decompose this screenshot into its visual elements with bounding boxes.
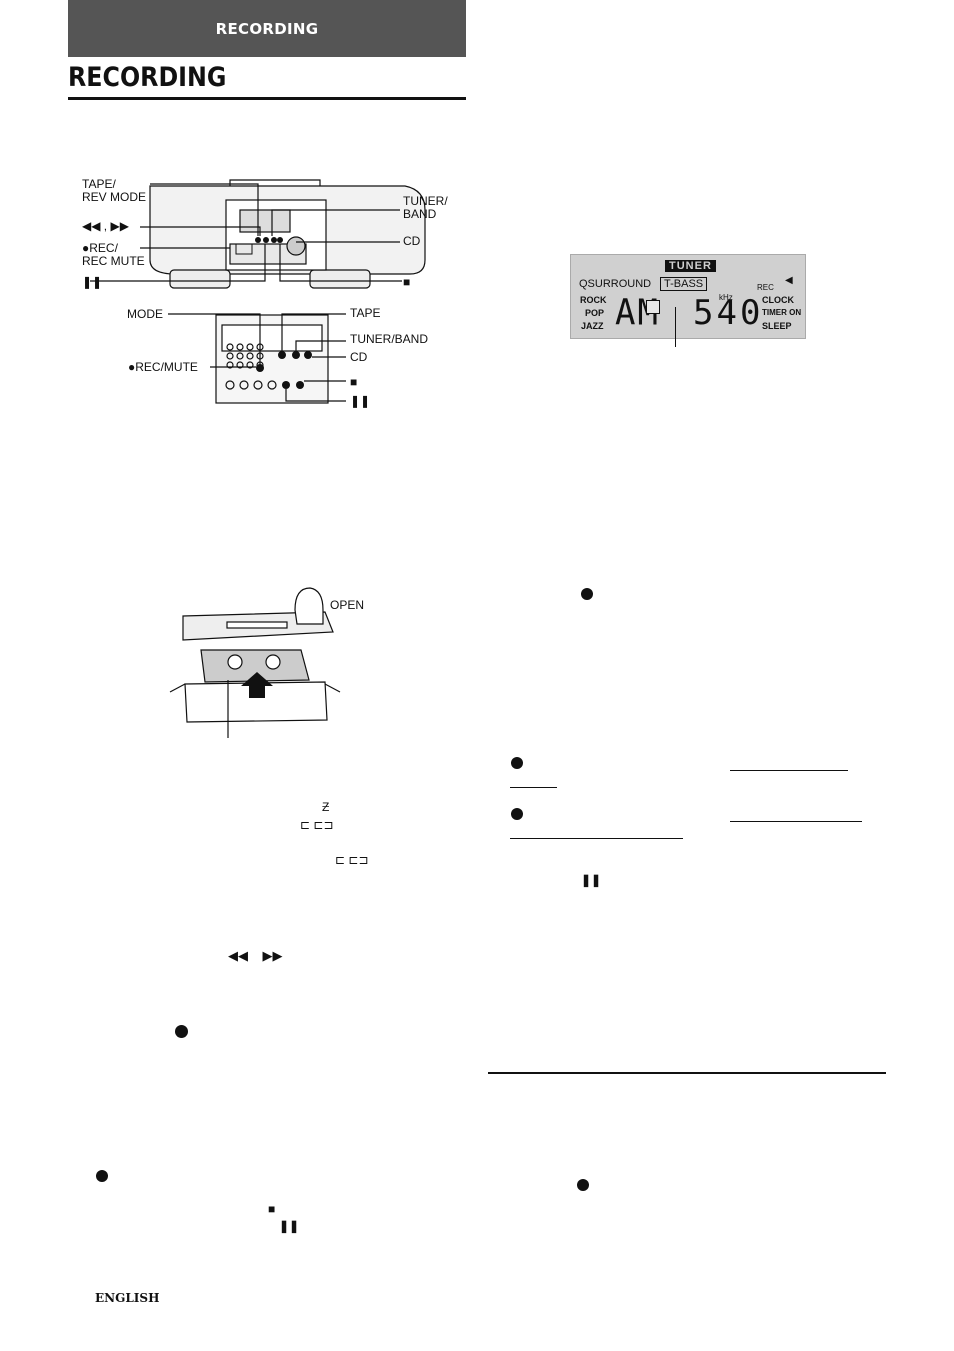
record-icon-1 — [175, 1025, 188, 1038]
rule-2 — [510, 787, 557, 788]
cassette-illustration — [169, 587, 341, 738]
pause-icon: ❚❚ — [279, 1219, 300, 1233]
label-cd: CD — [403, 234, 421, 248]
lcd-sleep: SLEEP — [762, 321, 792, 331]
label-mode: MODE — [127, 307, 163, 321]
label-tuner-band: TUNER/ BAND — [403, 194, 448, 221]
section-rule — [488, 1072, 886, 1074]
boombox-illustration — [90, 179, 426, 289]
record-icon-6 — [577, 1179, 589, 1191]
lcd-freq: 540 — [693, 293, 764, 333]
label-remote-stop: ■ — [350, 375, 358, 389]
lcd-tbass: T-BASS — [660, 277, 708, 291]
record-icon-2 — [96, 1170, 108, 1182]
lcd-pop: POP — [585, 308, 605, 318]
remote-illustration — [168, 313, 346, 404]
record-icon-3 — [581, 588, 593, 600]
reverse-icon-2: ⊏ ⊏⊐ — [335, 853, 369, 867]
lcd-tuner: TUNER — [665, 260, 716, 272]
record-icon-4 — [511, 757, 523, 769]
lcd-rock: ROCK — [580, 295, 607, 305]
label-rec: ●REC/ REC MUTE — [82, 241, 145, 268]
lcd-qsurround: QSURROUND — [579, 278, 652, 290]
label-tape-rev-mode: TAPE/ REV MODE — [82, 177, 147, 204]
label-pause: ❚❚ — [82, 275, 103, 289]
label-tape: TAPE — [350, 306, 381, 320]
lcd-callout-line — [675, 307, 676, 347]
record-icon-5 — [511, 808, 523, 820]
label-remote-cd: CD — [350, 350, 368, 364]
one-way-icon: Ƶ — [322, 800, 330, 814]
pause-icon-2: ❚❚ — [581, 873, 602, 887]
lcd-clock: CLOCK — [762, 295, 794, 305]
label-remote-tuner-band: TUNER/BAND — [350, 332, 429, 346]
footer-language: ENGLISH — [95, 1291, 160, 1305]
lcd-timer-on: TIMER ON — [762, 308, 802, 317]
label-rec-mute: ●REC/MUTE — [128, 360, 198, 374]
reverse-icon-1: ⊏ ⊏⊐ — [300, 818, 334, 832]
lcd-rec: REC — [757, 283, 774, 292]
rule-4 — [510, 838, 683, 839]
label-remote-pause: ❚❚ — [350, 394, 371, 408]
page-title: RECORDING — [68, 62, 227, 93]
label-open: OPEN — [330, 598, 365, 612]
label-rew-ff: ◀◀ , ▶▶ — [82, 219, 129, 233]
lcd-indicator-box — [646, 300, 660, 314]
lcd-display: TUNER QSURROUND T-BASS ROCK POP JAZZ AM … — [570, 254, 806, 339]
lcd-jazz: JAZZ — [581, 321, 604, 331]
lcd-arrow-icon: ◀ — [785, 275, 793, 286]
label-stop: ■ — [403, 275, 411, 289]
rew-ff-icons: ◀◀ ▶▶ — [228, 948, 283, 963]
section-tab: RECORDING — [68, 0, 466, 57]
rule-1 — [730, 770, 848, 771]
rule-3 — [730, 821, 862, 822]
stop-icon: ■ — [268, 1202, 276, 1216]
title-rule — [68, 97, 466, 100]
lcd-khz: kHz — [719, 293, 733, 302]
